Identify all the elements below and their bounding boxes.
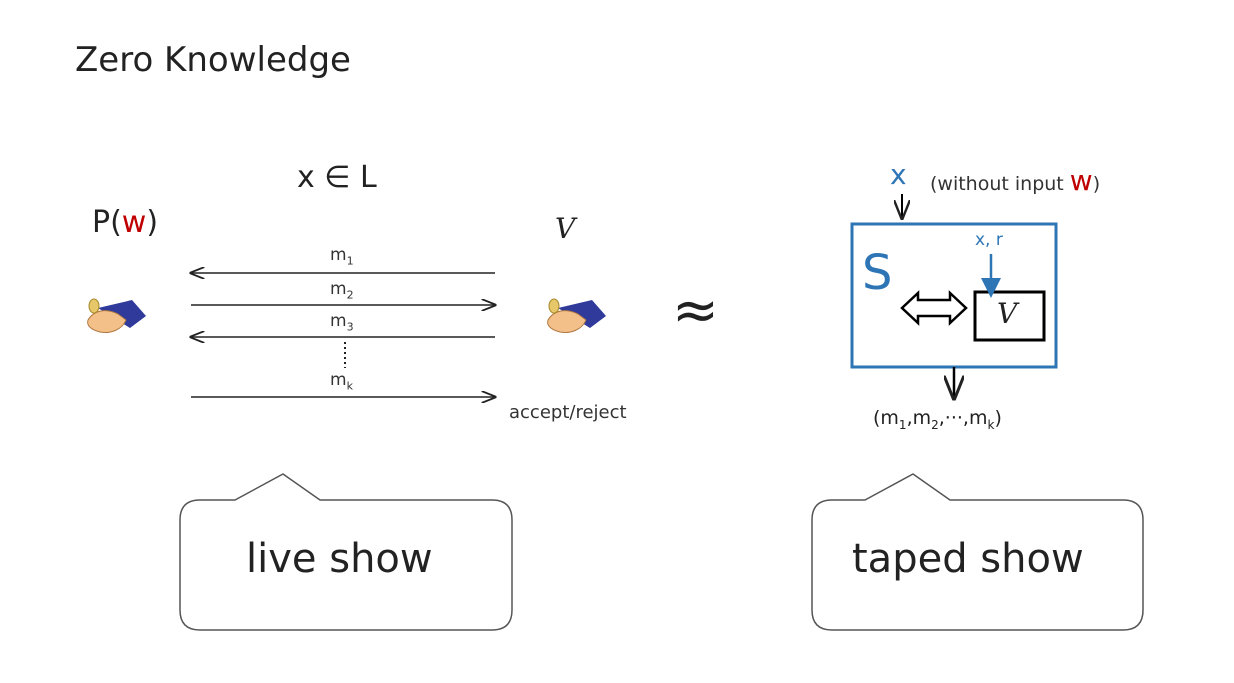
verdict-label: accept/reject xyxy=(509,402,627,423)
inner-verifier-label: V xyxy=(997,297,1018,330)
handshake-icon xyxy=(547,298,606,333)
without-witness-note: (without input w) xyxy=(930,164,1101,197)
approx-symbol: ≈ xyxy=(672,278,719,343)
verifier-label: V xyxy=(555,212,576,245)
statement-label: x ∈ L xyxy=(297,160,377,195)
inner-input-label: x, r xyxy=(975,230,1003,250)
simulator-label: S xyxy=(862,245,893,301)
prover-witness: w xyxy=(121,205,147,240)
taped-show-text: taped show xyxy=(852,536,1084,582)
simulator-output: (m1,m2,···,mk) xyxy=(873,407,1002,432)
live-show-bubble xyxy=(179,473,513,631)
prover-label: P(w) xyxy=(92,205,158,240)
message-label-m3: m3 xyxy=(330,311,354,334)
inner-verifier-box xyxy=(973,290,1046,342)
taped-show-bubble xyxy=(811,473,1144,631)
double-arrow xyxy=(900,290,968,326)
slide-title: Zero Knowledge xyxy=(75,40,351,80)
prover-close: ) xyxy=(146,205,159,240)
simulator-input-x: x xyxy=(890,158,907,191)
message-label-mk: mk xyxy=(330,370,353,393)
message-label-m1: m1 xyxy=(330,245,354,268)
live-show-text: live show xyxy=(246,536,433,582)
handshake-icon xyxy=(87,298,146,333)
message-label-m2: m2 xyxy=(330,279,354,302)
prover-p: P( xyxy=(92,205,122,240)
